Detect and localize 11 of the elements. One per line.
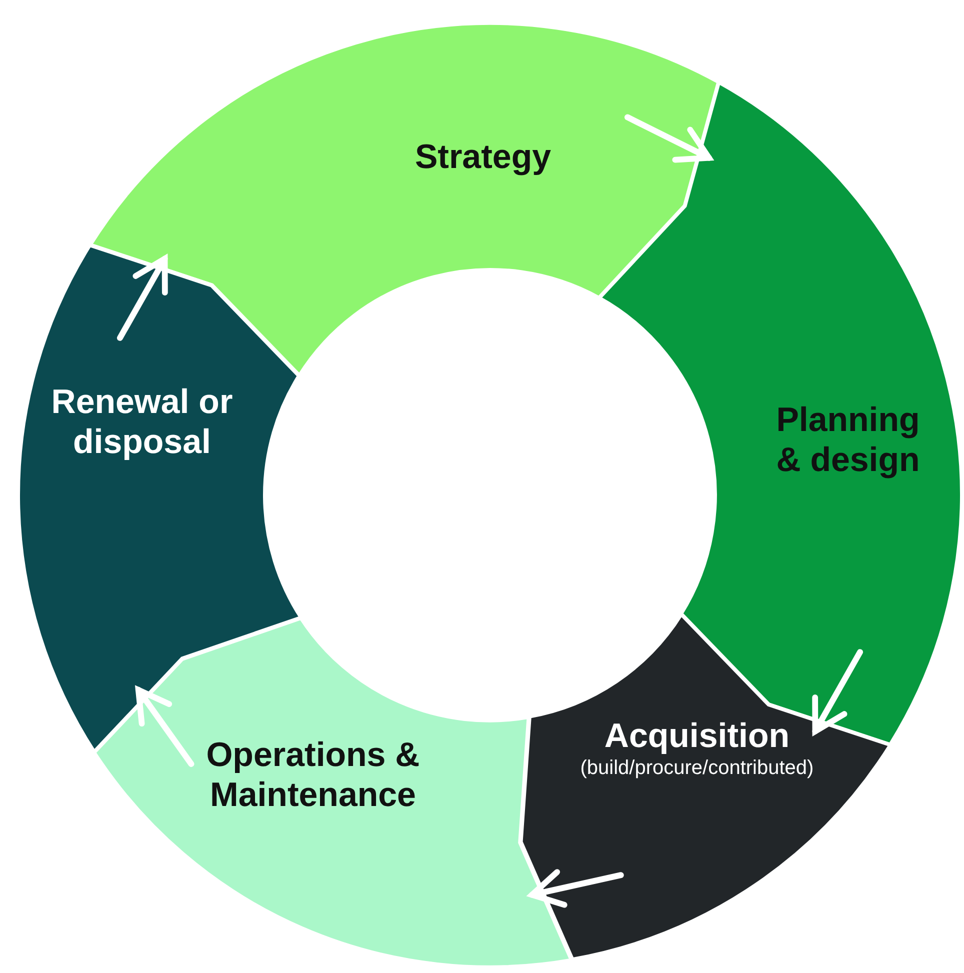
arrow [116,256,168,341]
stage-label: Renewal or disposal [50,382,234,462]
stage-label: Strategy [414,136,552,177]
stage-label: Acquisition [603,716,791,756]
arrow [624,114,712,163]
stage-note: (build/procure/contributed) [579,756,815,780]
arrow [135,686,194,767]
arrow [529,869,624,908]
stage-label: Operations & Maintenance [205,734,421,815]
stage-label: Planning & design [775,400,921,480]
arrow [812,649,864,734]
